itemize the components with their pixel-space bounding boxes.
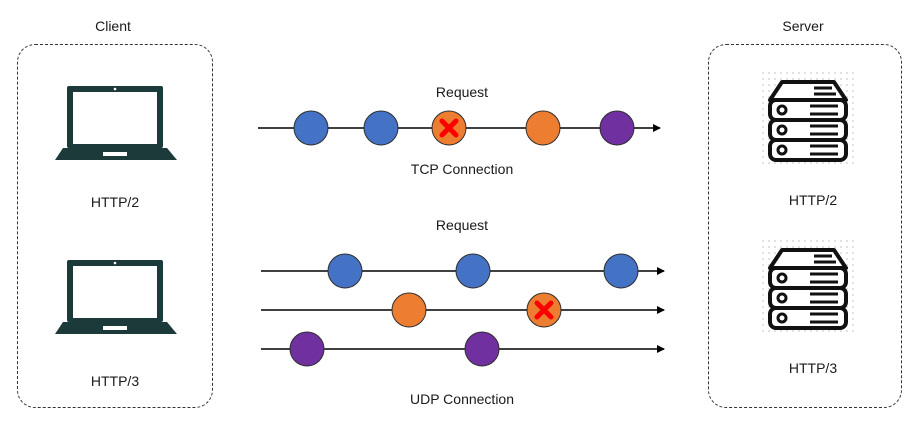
server-box (708, 44, 902, 408)
laptop-icon (55, 86, 177, 160)
server-http3-label: HTTP/3 (788, 360, 838, 376)
blue-packet (293, 110, 329, 146)
blue-packet (603, 253, 639, 289)
laptop-icon (55, 260, 177, 334)
lost-packet (526, 292, 562, 328)
client-http2-label: HTTP/2 (90, 194, 140, 210)
blue-packet (363, 110, 399, 146)
orange-packet (525, 110, 561, 146)
blue-packet (455, 253, 491, 289)
server-icon (762, 72, 854, 168)
orange-packet (391, 292, 427, 328)
client-title: Client (95, 18, 131, 34)
server-icon (762, 240, 854, 336)
lost-packet (431, 110, 467, 146)
purple-packet (599, 110, 635, 146)
udp-request-label: Request (435, 217, 489, 233)
client-http3-label: HTTP/3 (90, 373, 140, 389)
server-http2-label: HTTP/2 (788, 192, 838, 208)
server-title: Server (782, 18, 824, 34)
lost-x-icon (534, 300, 554, 320)
blue-packet (327, 253, 363, 289)
lost-x-icon (439, 118, 459, 138)
client-box (17, 44, 213, 408)
udp-connection-label: UDP Connection (409, 391, 515, 407)
purple-packet (464, 331, 500, 367)
purple-packet (289, 331, 325, 367)
tcp-connection-label: TCP Connection (410, 161, 514, 177)
tcp-request-label: Request (435, 84, 489, 100)
